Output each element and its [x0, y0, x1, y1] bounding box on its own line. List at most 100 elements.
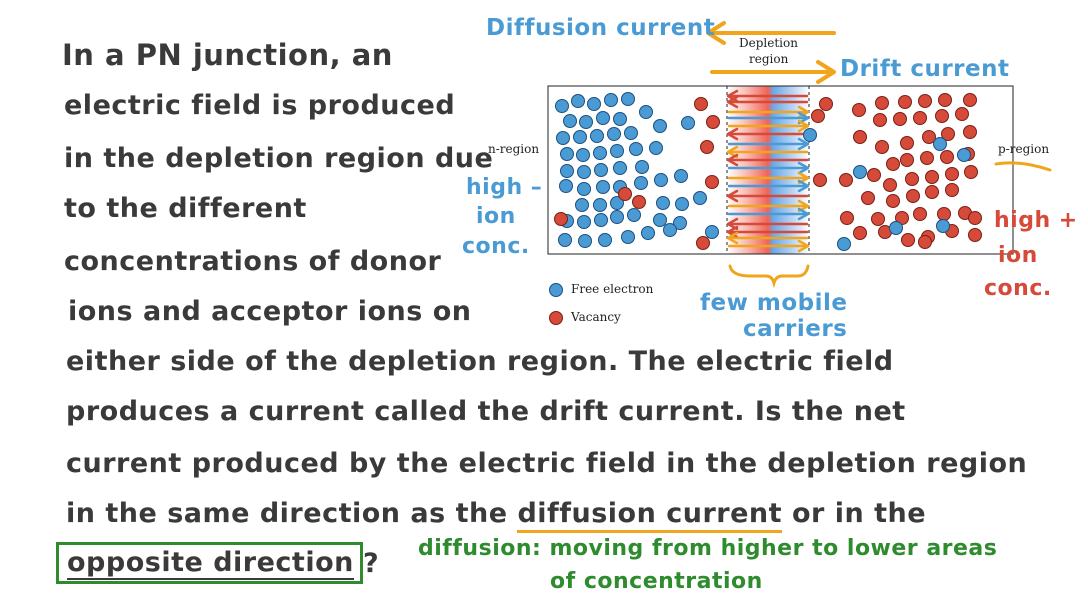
vacancy-n-3	[618, 187, 632, 201]
vacancy-p-41	[937, 207, 951, 221]
high-plus-line-3: conc.	[984, 276, 1052, 301]
field-arrow-12	[726, 189, 809, 203]
vacancy-n-5	[632, 195, 646, 209]
vacancy-p-16	[922, 130, 936, 144]
vacancy-p-0	[819, 97, 833, 111]
electron-n-14	[624, 126, 638, 140]
vacancy-p-48	[968, 228, 982, 242]
electron-n-15	[653, 119, 667, 133]
electron-n-39	[675, 197, 689, 211]
electron-n-51	[621, 230, 635, 244]
option-diffusion-current: diffusion current	[517, 498, 783, 533]
p-region-underline	[994, 161, 1052, 172]
electron-p-6	[803, 128, 817, 142]
high-plus-line-2: ion	[998, 243, 1038, 268]
vacancy-p-13	[853, 130, 867, 144]
electron-n-19	[593, 146, 607, 160]
electron-n-20	[610, 144, 624, 158]
vacancy-n-7	[696, 236, 710, 250]
high-minus-line-1: high –	[466, 175, 543, 200]
electron-n-50	[598, 233, 612, 247]
vacancy-p-34	[906, 189, 920, 203]
vacancy-p-38	[871, 212, 885, 226]
question-line-10: in the same direction as the diffusion c…	[66, 498, 926, 533]
field-arrow-14	[727, 207, 810, 221]
electron-p-3	[957, 148, 971, 162]
vacancy-p-11	[935, 109, 949, 123]
electron-n-21	[629, 142, 643, 156]
vacancy-p-19	[813, 173, 827, 187]
electron-n-45	[627, 208, 641, 222]
particles	[554, 92, 982, 251]
vacancy-p-3	[918, 94, 932, 108]
electron-p-0	[837, 237, 851, 251]
vacancy-p-30	[945, 167, 959, 181]
vacancy-n-2	[700, 140, 714, 154]
question-line-4: to the different	[64, 193, 307, 224]
electron-n-3	[604, 93, 618, 107]
electron-n-27	[635, 160, 649, 174]
vacancy-p-37	[840, 211, 854, 225]
electron-n-1	[571, 94, 585, 108]
depletion-brace	[728, 264, 810, 289]
vacancy-p-1	[875, 96, 889, 110]
electron-n-18	[576, 148, 590, 162]
vacancy-p-31	[964, 165, 978, 179]
electron-n-22	[649, 141, 663, 155]
vacancy-p-12	[955, 107, 969, 121]
vacancy-p-7	[852, 103, 866, 117]
electron-n-54	[705, 225, 719, 239]
question-mark: ?	[363, 548, 380, 579]
electron-n-30	[596, 180, 610, 194]
high-plus-line-1: high +	[994, 208, 1078, 233]
electron-n-0	[555, 99, 569, 113]
field-arrow-4	[727, 119, 810, 133]
electron-n-33	[654, 173, 668, 187]
electron-n-16	[681, 116, 695, 130]
few-mobile-line-1: few mobile	[700, 290, 848, 316]
depletion-label-line-2: region	[749, 52, 789, 66]
legend-electron-icon	[549, 283, 563, 297]
depletion-region-band	[727, 86, 809, 254]
vacancy-p-18	[963, 125, 977, 139]
electron-n-53	[663, 223, 677, 237]
electron-n-29	[577, 182, 591, 196]
junction-box	[547, 85, 1014, 255]
vacancy-p-15	[900, 136, 914, 150]
vacancy-p-35	[925, 185, 939, 199]
definition-line-2: of concentration	[550, 569, 763, 594]
vacancy-n-0	[694, 97, 708, 111]
legend-electron-label: Free electron	[571, 282, 654, 296]
electron-n-34	[674, 169, 688, 183]
option-opposite-direction-box: opposite direction	[56, 542, 363, 584]
electron-n-13	[607, 127, 621, 141]
field-arrow-5	[726, 127, 809, 141]
vacancy-n-6	[705, 175, 719, 189]
field-arrow-9	[727, 161, 810, 175]
electron-n-2	[587, 97, 601, 111]
vacancy-p-25	[940, 150, 954, 164]
high-minus-line-2: ion	[476, 204, 516, 229]
field-arrow-6	[727, 137, 810, 151]
vacancy-n-1	[706, 115, 720, 129]
option-opposite-direction: opposite direction	[67, 547, 354, 580]
vacancy-p-24	[920, 151, 934, 165]
high-minus-line-3: conc.	[462, 234, 530, 259]
field-arrow-8	[726, 153, 809, 167]
electron-n-35	[575, 198, 589, 212]
electron-n-10	[556, 131, 570, 145]
electron-n-40	[693, 191, 707, 205]
vacancy-p-45	[901, 233, 915, 247]
electron-n-7	[596, 111, 610, 125]
field-arrow-11	[727, 179, 810, 193]
question-line-7: either side of the depletion region. The…	[66, 346, 894, 377]
electron-p-4	[936, 219, 950, 233]
electron-n-24	[577, 165, 591, 179]
field-arrow-18	[727, 239, 810, 253]
question-line-8: produces a current called the drift curr…	[66, 396, 906, 427]
diffusion-current-label: Diffusion current	[486, 15, 716, 41]
electron-n-32	[634, 176, 648, 190]
electron-n-47	[673, 216, 687, 230]
vacancy-p-49	[968, 211, 982, 225]
